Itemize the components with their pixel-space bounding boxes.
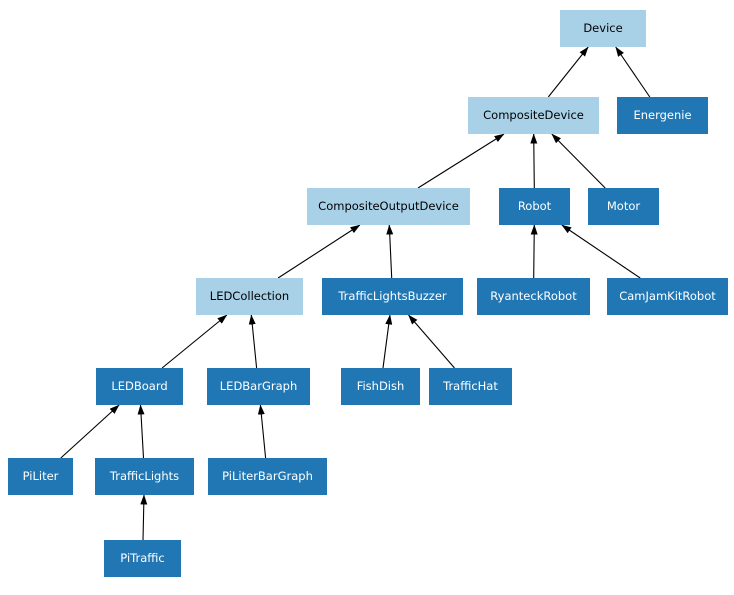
class-node-ledbargraph[interactable]: LEDBarGraph [207, 368, 310, 405]
inheritance-edge-motor-to-compositedevice [551, 133, 606, 189]
class-node-label: PiLiter [22, 468, 59, 483]
class-node-piliterbargraph[interactable]: PiLiterBarGraph [208, 458, 327, 495]
class-node-fishdish[interactable]: FishDish [341, 368, 420, 405]
class-node-camjamkitrobot[interactable]: CamJamKitRobot [607, 278, 728, 315]
class-node-label: CamJamKitRobot [619, 288, 716, 303]
inheritance-edge-compositeoutputdevice-to-compositedevice [417, 133, 505, 189]
class-node-trafficlights[interactable]: TrafficLights [95, 458, 194, 495]
class-node-label: Robot [517, 198, 552, 213]
class-node-label: CompositeDevice [483, 107, 584, 122]
class-node-pitraffic[interactable]: PiTraffic [104, 540, 181, 577]
inheritance-edge-trafficlights-to-ledboard [137, 404, 145, 459]
class-node-compositedevice[interactable]: CompositeDevice [468, 97, 599, 134]
inheritance-edge-fishdish-to-trafficlightsbuzzer [382, 314, 393, 369]
class-node-traffichat[interactable]: TrafficHat [429, 368, 512, 405]
inheritance-edge-piliter-to-ledboard [60, 404, 120, 459]
inheritance-edge-robot-to-compositedevice [530, 133, 538, 189]
class-node-label: LEDBarGraph [219, 378, 298, 393]
class-node-piliter[interactable]: PiLiter [8, 458, 73, 495]
inheritance-edge-compositedevice-to-device [547, 46, 589, 98]
inheritance-edge-pitraffic-to-trafficlights [140, 494, 148, 541]
class-node-trafficlightsbuzzer[interactable]: TrafficLightsBuzzer [322, 278, 463, 315]
class-node-energenie[interactable]: Energenie [617, 97, 708, 134]
class-node-motor[interactable]: Motor [588, 188, 659, 225]
class-node-label: CompositeOutputDevice [318, 198, 459, 213]
class-node-ledboard[interactable]: LEDBoard [96, 368, 183, 405]
class-node-label: LEDCollection [209, 288, 290, 303]
class-node-label: TrafficHat [443, 378, 498, 393]
class-node-ledcollection[interactable]: LEDCollection [196, 278, 303, 315]
class-node-device[interactable]: Device [560, 10, 646, 47]
class-node-label: LEDBoard [111, 378, 168, 393]
class-node-ryanteckrobot[interactable]: RyanteckRobot [477, 278, 590, 315]
class-node-label: TrafficLights [109, 468, 180, 483]
inheritance-edge-ryanteckrobot-to-robot [530, 224, 538, 279]
class-node-label: Energenie [633, 107, 692, 122]
class-node-label: Motor [606, 198, 641, 213]
inheritance-edge-ledcollection-to-compositeoutputdevice [277, 224, 361, 279]
class-node-label: RyanteckRobot [490, 288, 577, 303]
class-node-compositeoutputdevice[interactable]: CompositeOutputDevice [307, 188, 470, 225]
inheritance-edge-camjamkitrobot-to-robot [561, 224, 641, 279]
inheritance-edge-traffichat-to-trafficlightsbuzzer [408, 314, 455, 369]
class-node-robot[interactable]: Robot [499, 188, 570, 225]
class-node-label: TrafficLightsBuzzer [338, 288, 447, 303]
class-node-label: PiTraffic [120, 550, 165, 565]
class-node-label: FishDish [356, 378, 405, 393]
inheritance-edge-ledboard-to-ledcollection [161, 314, 228, 369]
inheritance-edge-energenie-to-device [615, 46, 651, 98]
inheritance-edge-ledbargraph-to-ledcollection [248, 314, 258, 369]
inheritance-edge-trafficlightsbuzzer-to-compositeoutputdevice [386, 224, 394, 279]
inheritance-edge-piliterbargraph-to-ledbargraph [257, 404, 267, 459]
class-node-label: Device [583, 20, 623, 35]
class-node-label: PiLiterBarGraph [222, 468, 313, 483]
